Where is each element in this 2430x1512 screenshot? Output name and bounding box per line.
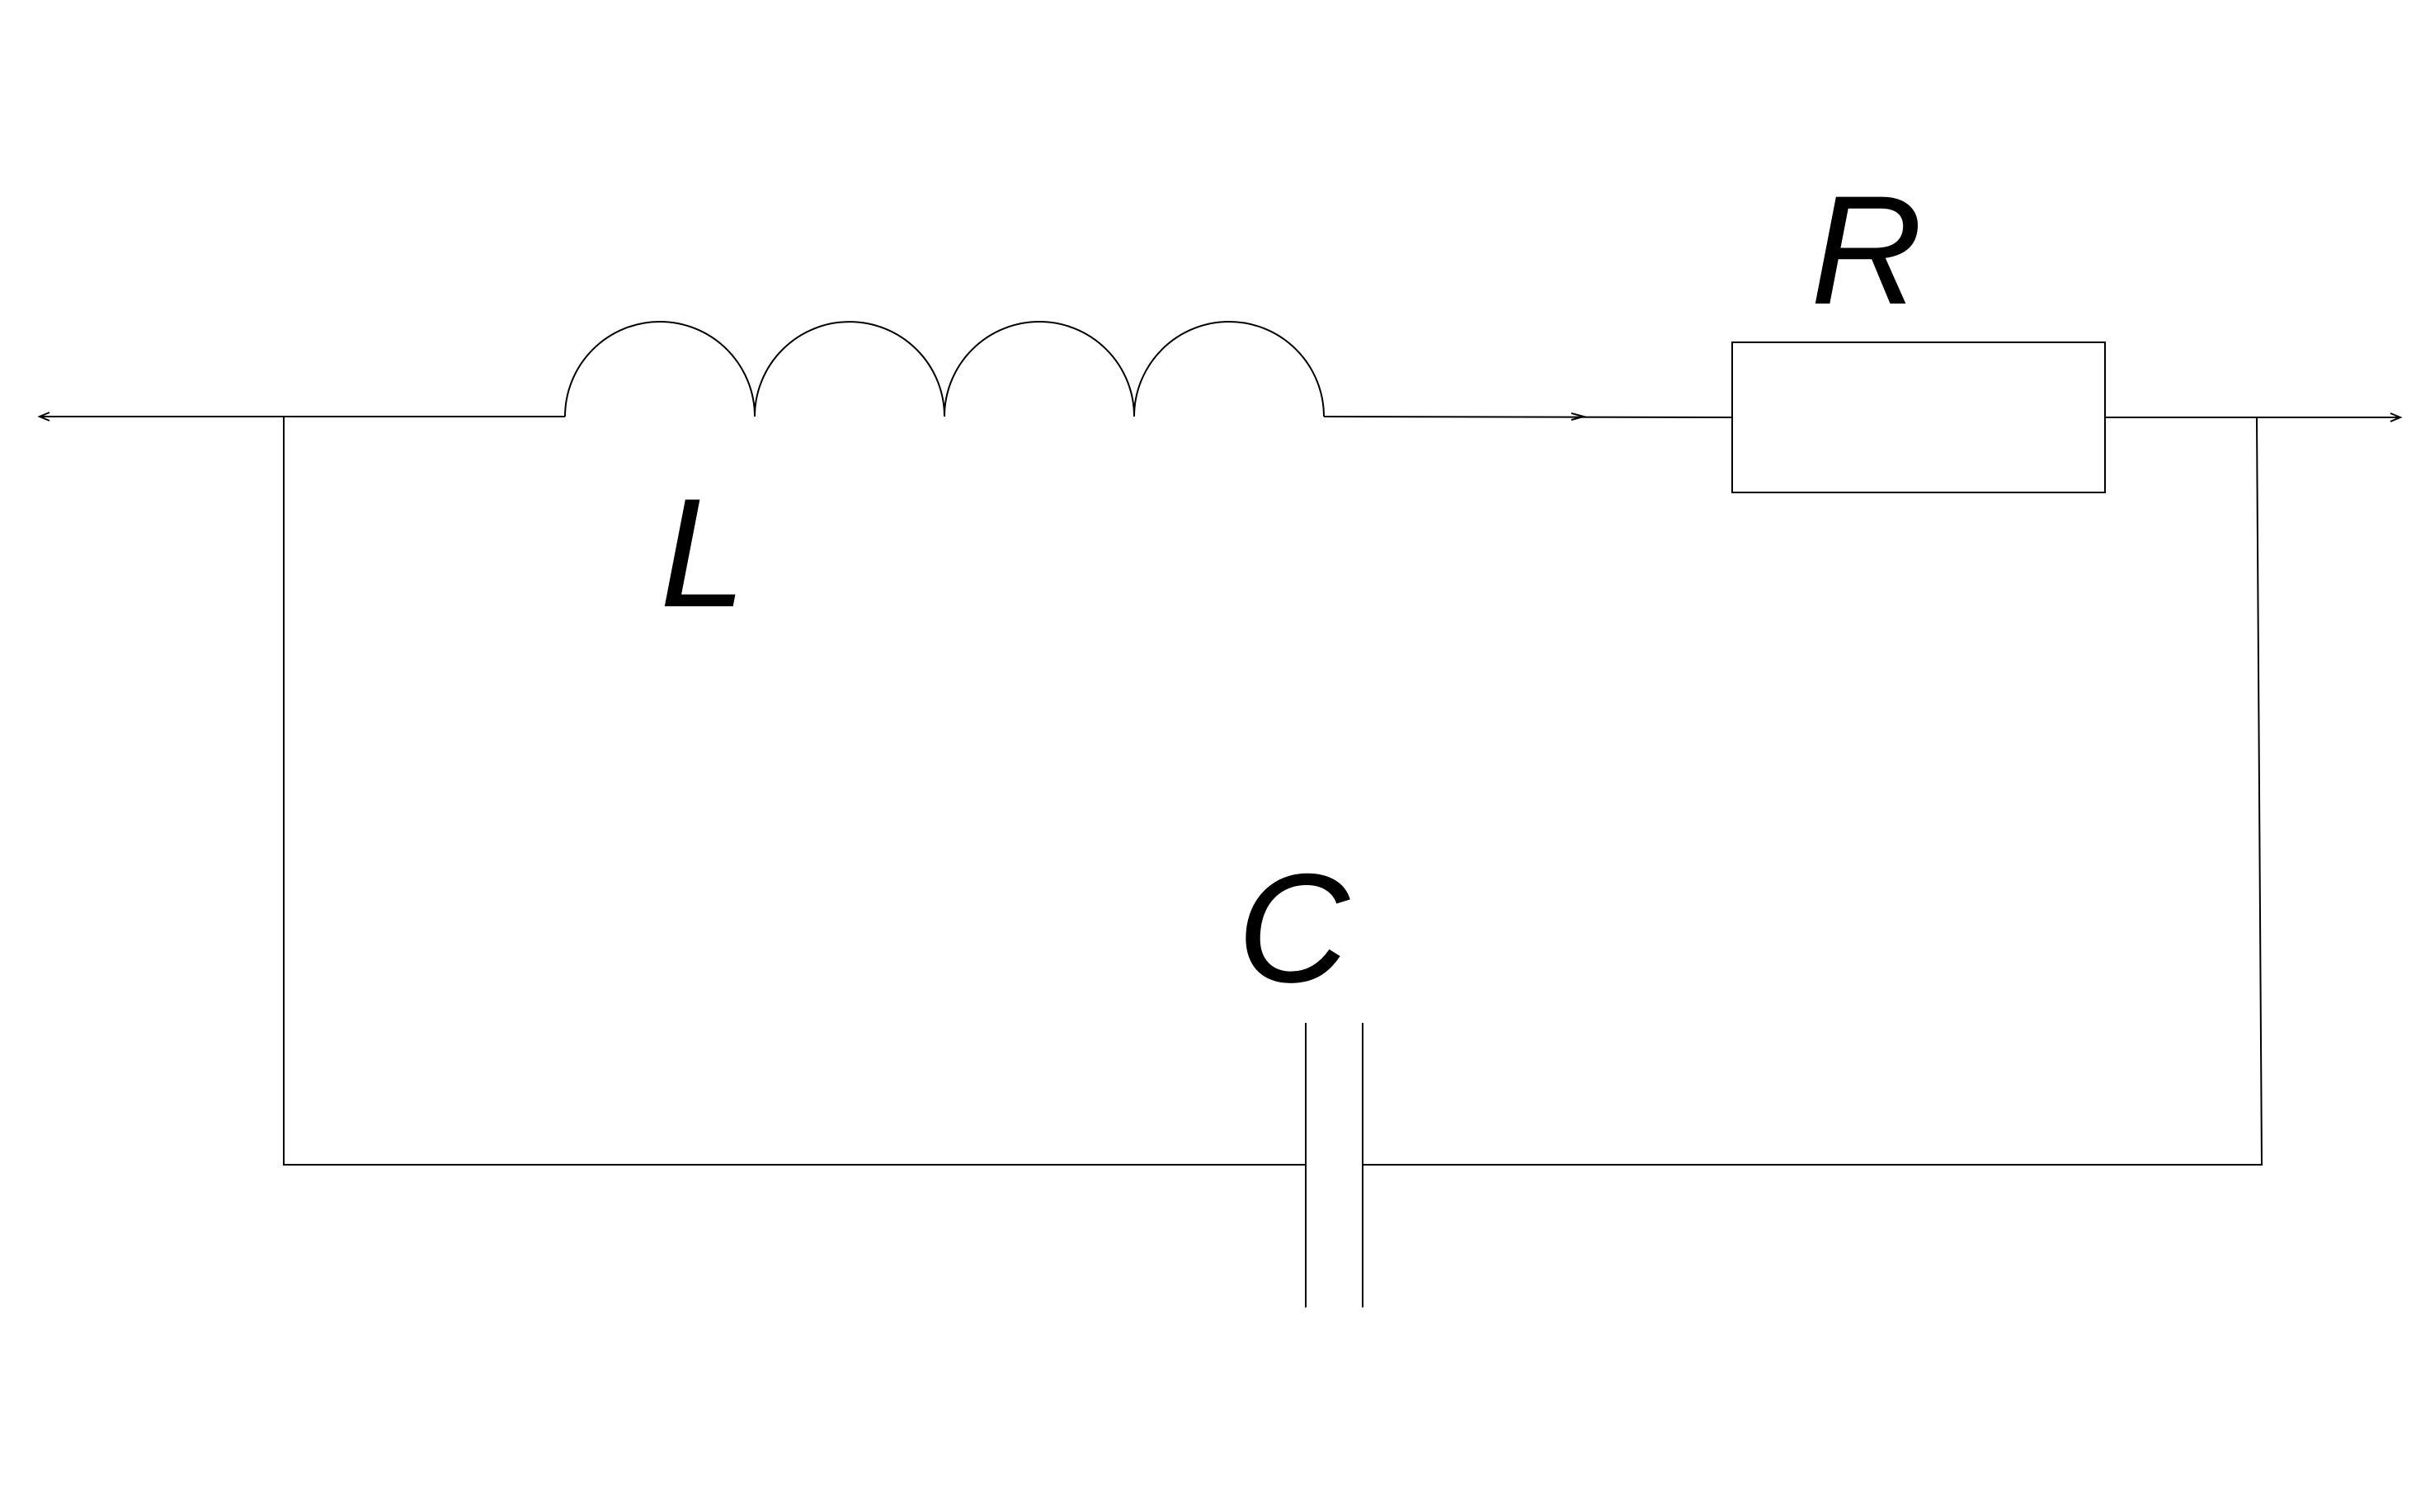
right-terminal-arrow <box>2390 412 2403 422</box>
resistor-body <box>1731 341 2106 493</box>
inductor-label: L <box>660 466 746 639</box>
capacitor-branch: C <box>283 417 2263 1307</box>
resistor-label: R <box>1811 163 1923 337</box>
left-branch-wire <box>283 417 1306 1166</box>
capacitor-label: C <box>1237 841 1350 1015</box>
resistor: R <box>1731 163 2403 493</box>
mid-marker-arrow <box>1571 412 1587 421</box>
inductor-coil <box>564 321 1325 417</box>
left-terminal-arrow <box>37 412 50 422</box>
inductor: L <box>37 321 1733 639</box>
right-branch-wire <box>1363 417 2263 1166</box>
